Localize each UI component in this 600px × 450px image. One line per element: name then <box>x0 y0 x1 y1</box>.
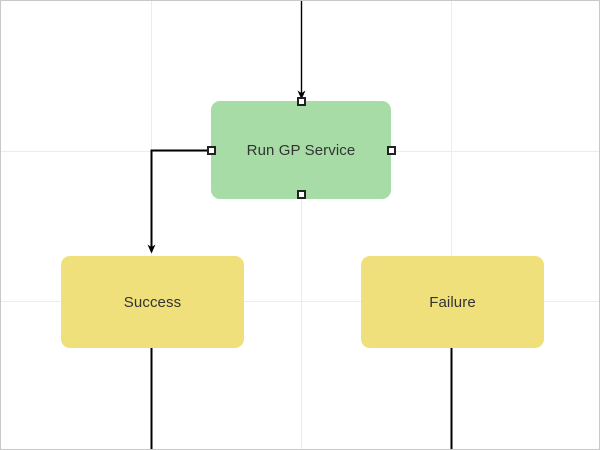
node-run-gp-service[interactable]: Run GP Service <box>206 96 396 199</box>
port-left-handle[interactable] <box>206 145 216 155</box>
node-success[interactable]: Success <box>61 256 244 348</box>
edge-run-to-success[interactable] <box>147 149 212 254</box>
node-label: Failure <box>429 293 476 311</box>
node-failure[interactable]: Failure <box>361 256 544 348</box>
port-bottom-handle[interactable] <box>296 189 306 199</box>
port-top-handle[interactable] <box>296 96 306 106</box>
node-label: Success <box>123 293 182 311</box>
port-right-handle[interactable] <box>386 145 396 155</box>
node-label: Run GP Service <box>246 141 356 159</box>
